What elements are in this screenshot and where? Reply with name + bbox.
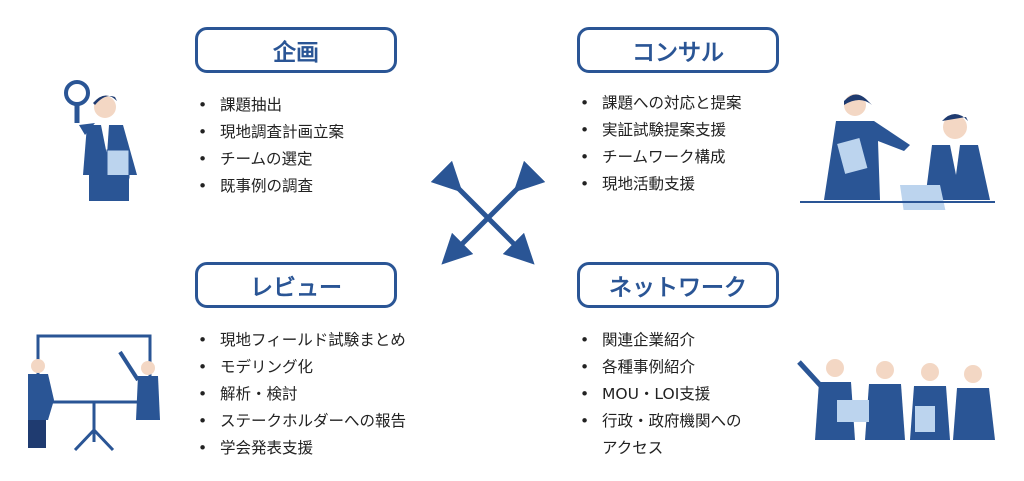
list-item: 課題への対応と提案 — [578, 90, 742, 117]
list-item-continued: アクセス — [602, 439, 664, 457]
list-item: チームの選定 — [196, 146, 344, 173]
list-item: 既事例の調査 — [196, 173, 344, 200]
list-item: モデリング化 — [196, 354, 406, 381]
list-item: 行政・政府機関への — [578, 408, 742, 435]
list-item: ステークホルダーへの報告 — [196, 408, 406, 435]
network-list: 関連企業紹介 各種事例紹介 MOU・LOI支援 行政・政府機関への アクセス — [578, 327, 742, 462]
list-item: 学会発表支援 — [196, 435, 406, 462]
person-magnifier-illustration — [64, 80, 137, 201]
list-item: 解析・検討 — [196, 381, 406, 408]
list-item: 課題抽出 — [196, 92, 344, 119]
section-title-network: ネットワーク — [577, 262, 779, 308]
cross-arrows-icon — [430, 160, 546, 265]
consulting-illustration — [800, 94, 995, 210]
team-illustration — [797, 359, 995, 440]
review-list: 現地フィールド試験まとめ モデリング化 解析・検討 ステークホルダーへの報告 学… — [196, 327, 406, 462]
list-item: 現地調査計画立案 — [196, 119, 344, 146]
list-item: MOU・LOI支援 — [578, 381, 742, 408]
list-item: チームワーク構成 — [578, 144, 742, 171]
list-item: 現地フィールド試験まとめ — [196, 327, 406, 354]
presentation-illustration — [28, 334, 160, 452]
section-title-planning: 企画 — [195, 27, 397, 73]
list-item: 実証試験提案支援 — [578, 117, 742, 144]
planning-list: 課題抽出 現地調査計画立案 チームの選定 既事例の調査 — [196, 92, 344, 200]
list-item: 各種事例紹介 — [578, 354, 742, 381]
section-title-consulting: コンサル — [577, 27, 779, 73]
list-item: 現地活動支援 — [578, 171, 742, 198]
list-item: 関連企業紹介 — [578, 327, 742, 354]
consulting-list: 課題への対応と提案 実証試験提案支援 チームワーク構成 現地活動支援 — [578, 90, 742, 198]
section-title-review: レビュー — [195, 262, 397, 308]
